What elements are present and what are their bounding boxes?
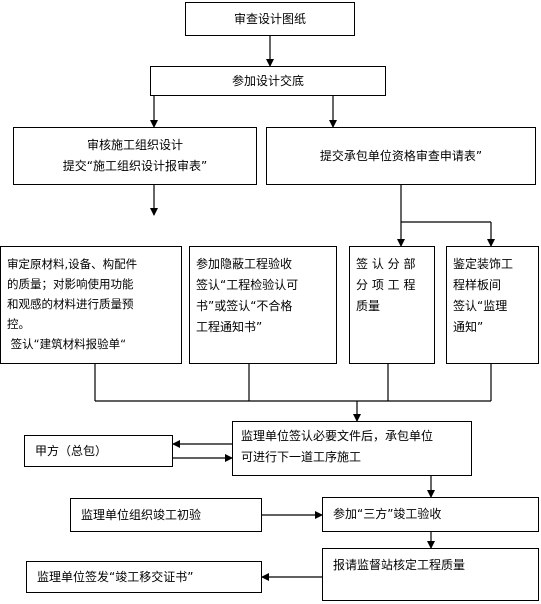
org-design-line-1: 审核施工组织设计	[86, 138, 183, 152]
materials-line-2: 的质量；对影响使用功能	[7, 277, 134, 291]
step-three-party: 参加“三方”竣工验收	[322, 497, 539, 532]
supervisor-sign-line-2: 可进行下一道工序施工	[241, 450, 362, 464]
concealed-line-4: 工程通知书”	[196, 320, 263, 334]
design-disclosure-text: 参加设计交底	[231, 73, 304, 88]
step-concealed-works: 参加隐蔽工程验收 签认“工程检验认可 书”或签认“不合格 工程通知书”	[189, 246, 337, 364]
supervisor-sign-line-1: 监理单位签认必要文件后，承包单位	[241, 429, 434, 443]
concealed-line-2: 签认“工程检验认可	[196, 278, 299, 292]
step-quality-check: 报请监督站核定工程质量	[322, 548, 539, 601]
party-a: 甲方（总包）	[24, 435, 173, 467]
handover-text: 监理单位签发“竣工移交证书”	[37, 569, 194, 584]
step-sub-items: 签 认 分 部 分 项 工 程 质量	[349, 246, 435, 364]
qualification-text: 提交承包单位资格审查申请表”	[319, 148, 483, 163]
three-party-text: 参加“三方”竣工验收	[333, 507, 442, 521]
decoration-line-3: 签认“监理	[453, 299, 508, 313]
materials-line-4: 控。	[7, 317, 30, 331]
step-supervisor-sign: 监理单位签认必要文件后，承包单位 可进行下一道工序施工	[232, 421, 472, 476]
materials-line-3: 和观感的材料进行质量预	[7, 297, 134, 311]
materials-line-5: 签认“建筑材料报验单“	[7, 337, 127, 351]
concealed-line-1: 参加隐蔽工程验收	[196, 257, 293, 271]
sub-items-line-3: 质量	[356, 299, 381, 313]
decoration-line-1: 鉴定装饰工	[453, 257, 514, 271]
step-qualification: 提交承包单位资格审查申请表”	[266, 127, 536, 185]
decoration-line-4: 通知”	[453, 320, 484, 334]
materials-line-1: 审定原材料,设备、构配件	[7, 257, 138, 271]
org-design-line-2: 提交“施工组织设计报审表”	[62, 159, 208, 173]
quality-check-text: 报请监督站核定工程质量	[333, 558, 466, 572]
party-a-text: 甲方（总包）	[35, 443, 108, 458]
sub-items-line-2: 分 项 工 程	[356, 278, 416, 292]
decoration-line-2: 程样板间	[453, 278, 502, 292]
concealed-line-3: 书”或签认“不合格	[196, 299, 293, 313]
step-materials: 审定原材料,设备、构配件 的质量；对影响使用功能 和观感的材料进行质量预 控。 …	[0, 246, 182, 364]
step-org-design: 审核施工组织设计 提交“施工组织设计报审表”	[13, 127, 257, 185]
pre-acceptance-text: 监理单位组织竣工初验	[81, 507, 202, 522]
step-pre-acceptance: 监理单位组织竣工初验	[70, 498, 262, 532]
step-review-drawings: 审查设计图纸	[185, 2, 355, 36]
step-design-disclosure: 参加设计交底	[150, 66, 386, 96]
review-drawings-text: 审查设计图纸	[233, 11, 306, 26]
step-decoration: 鉴定装饰工 程样板间 签认“监理 通知”	[446, 246, 539, 364]
sub-items-line-1: 签 认 分 部	[356, 257, 416, 271]
step-handover: 监理单位签发“竣工移交证书”	[26, 561, 262, 593]
